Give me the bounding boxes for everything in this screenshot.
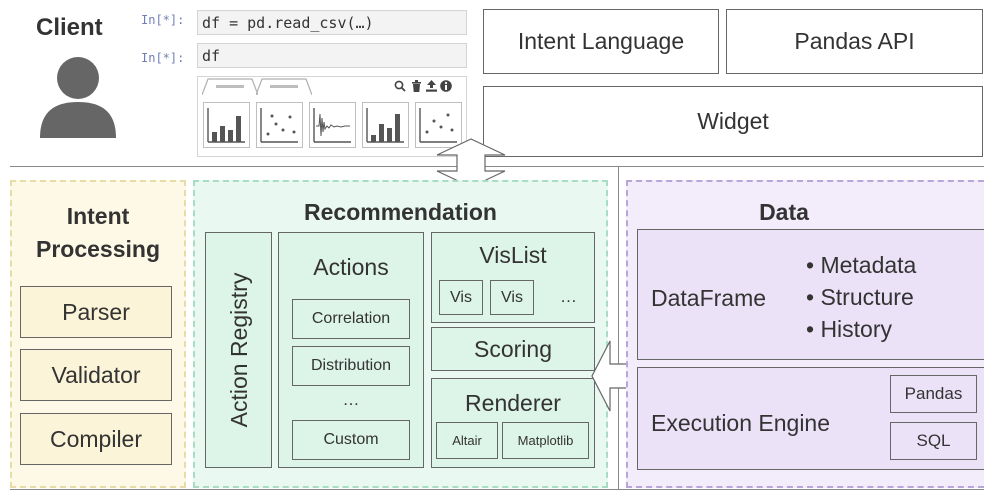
pandas-backend-box: Pandas: [890, 375, 977, 413]
history-bullet: • History: [806, 316, 893, 342]
recommendation-title: Recommendation: [304, 199, 497, 225]
intent-processing-title: Intent: [66, 203, 130, 229]
action-distribution: Distribution: [292, 346, 410, 386]
renderer-matplotlib: Matplotlib: [502, 422, 589, 459]
widget-box: Widget: [483, 86, 983, 157]
parser-box: Parser: [20, 286, 172, 338]
trash-icon[interactable]: [411, 80, 422, 92]
dataframe-label: DataFrame: [651, 285, 767, 311]
search-icon[interactable]: [394, 80, 406, 92]
compiler-box: Compiler: [20, 413, 172, 465]
action-registry-box: [205, 232, 272, 468]
widget-tab[interactable]: [202, 77, 258, 95]
data-title: Data: [759, 199, 809, 225]
sql-backend-box: SQL: [890, 422, 977, 460]
action-custom: Custom: [292, 420, 410, 460]
user-avatar-icon: [38, 56, 118, 138]
execution-engine-box: [637, 367, 984, 470]
actions-title: Actions: [313, 254, 389, 280]
scatter-thumb[interactable]: [415, 102, 462, 148]
cell-prompt: In[*]:: [141, 51, 185, 65]
validator-box: Validator: [20, 349, 172, 401]
intent-processing-title: Processing: [36, 236, 160, 262]
info-icon[interactable]: [440, 80, 452, 92]
vis-item: Vis: [439, 280, 483, 315]
scoring-box: Scoring: [431, 327, 595, 371]
renderer-box: [431, 378, 595, 468]
renderer-title: Renderer: [465, 390, 561, 416]
vis-item: Vis: [490, 280, 534, 315]
widget-tab[interactable]: [256, 77, 312, 95]
scatter-thumb[interactable]: [256, 102, 303, 148]
cell-prompt: In[*]:: [141, 13, 185, 27]
upload-icon[interactable]: [426, 80, 437, 92]
structure-bullet: • Structure: [806, 284, 914, 310]
vislist-title: VisList: [479, 242, 547, 268]
bar-chart-thumb[interactable]: [203, 102, 250, 148]
vis-ellipsis: …: [560, 287, 577, 306]
bar-chart-thumb[interactable]: [362, 102, 409, 148]
line-thumb[interactable]: [309, 102, 356, 148]
actions-box: [278, 232, 424, 468]
widget-preview[interactable]: [197, 76, 467, 157]
vislist-box: [431, 232, 595, 323]
dataframe-box: [637, 229, 984, 360]
separator-line: [10, 489, 984, 490]
separator-line: [618, 166, 619, 490]
separator-line: [10, 166, 984, 167]
action-ellipsis: …: [342, 390, 360, 409]
metadata-bullet: • Metadata: [806, 252, 917, 278]
action-registry-label: Action Registry: [226, 272, 252, 428]
action-correlation: Correlation: [292, 299, 410, 339]
intent-language-box: Intent Language: [483, 9, 719, 74]
code-cell[interactable]: df = pd.read_csv(…): [197, 10, 467, 35]
renderer-altair: Altair: [436, 422, 498, 459]
execution-engine-label: Execution Engine: [651, 410, 831, 436]
code-cell[interactable]: df: [197, 43, 467, 68]
client-label: Client: [36, 14, 103, 41]
pandas-api-box: Pandas API: [726, 9, 983, 74]
